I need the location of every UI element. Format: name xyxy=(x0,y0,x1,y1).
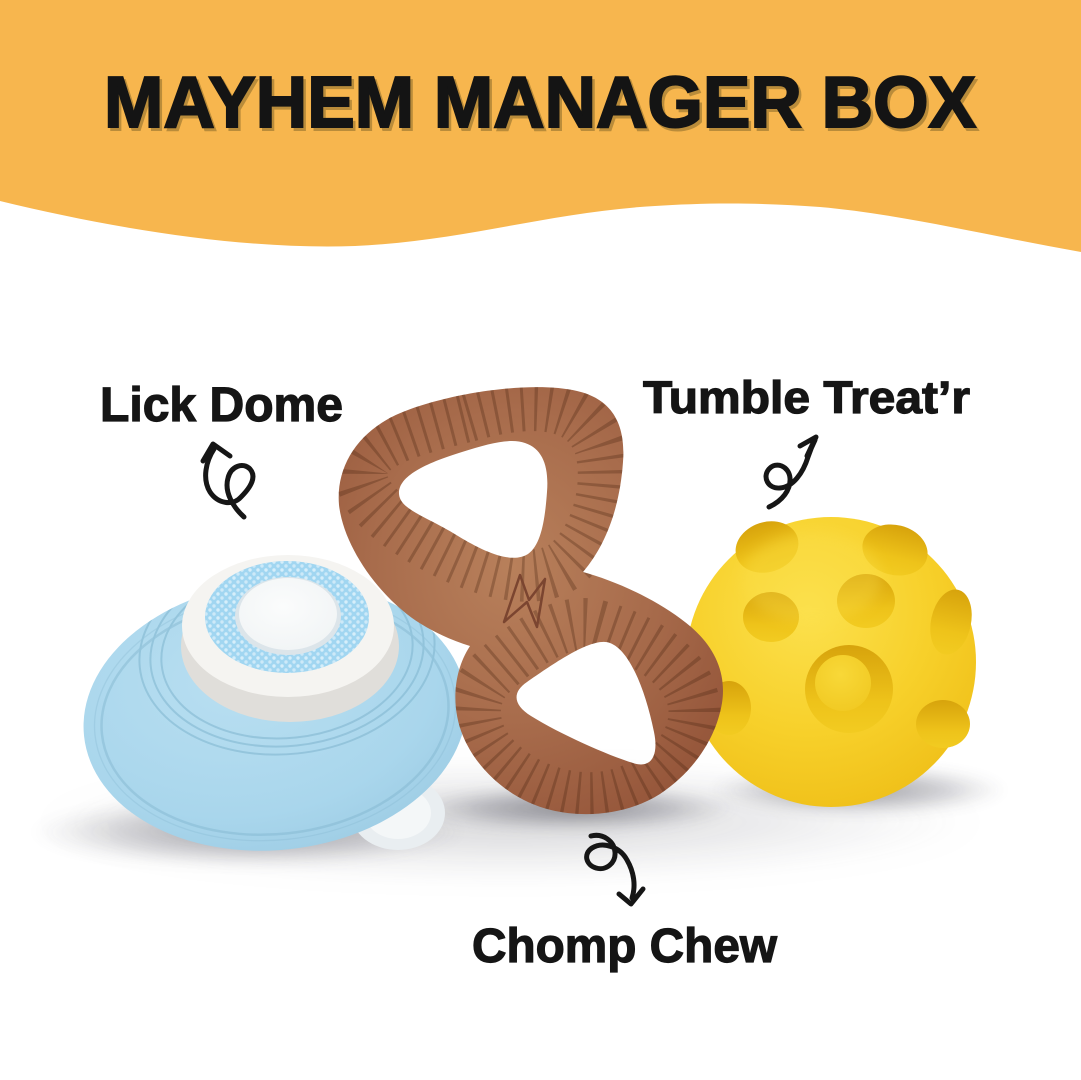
label-tumble-treatr: Tumble Treat’r xyxy=(643,372,970,423)
callout-arrows xyxy=(200,434,819,907)
tumble-treatr-photo xyxy=(686,517,976,807)
page-title: MAYHEM MANAGER BOX xyxy=(104,63,976,143)
curly-arrow-tumble-treatr-icon xyxy=(763,434,819,510)
callout-labels: Lick Dome Tumble Treat’r Chomp Chew xyxy=(99,371,970,973)
curly-arrow-lick-dome-icon xyxy=(200,441,256,520)
curly-arrow-chomp-chew-icon xyxy=(584,832,646,907)
label-chomp-chew: Chomp Chew xyxy=(472,920,778,973)
lightning-bolt-emboss-icon xyxy=(502,573,547,629)
banner: MAYHEM MANAGER BOX MAYHEM MANAGER BOX xyxy=(0,0,1081,252)
page-title-shadow: MAYHEM MANAGER BOX xyxy=(107,66,979,146)
chomp-chew-photo xyxy=(338,387,723,815)
lick-dome-photo xyxy=(83,555,467,851)
center-dome xyxy=(239,578,337,650)
banner-wave-shape xyxy=(0,0,1081,252)
label-lick-dome: Lick Dome xyxy=(100,379,343,432)
